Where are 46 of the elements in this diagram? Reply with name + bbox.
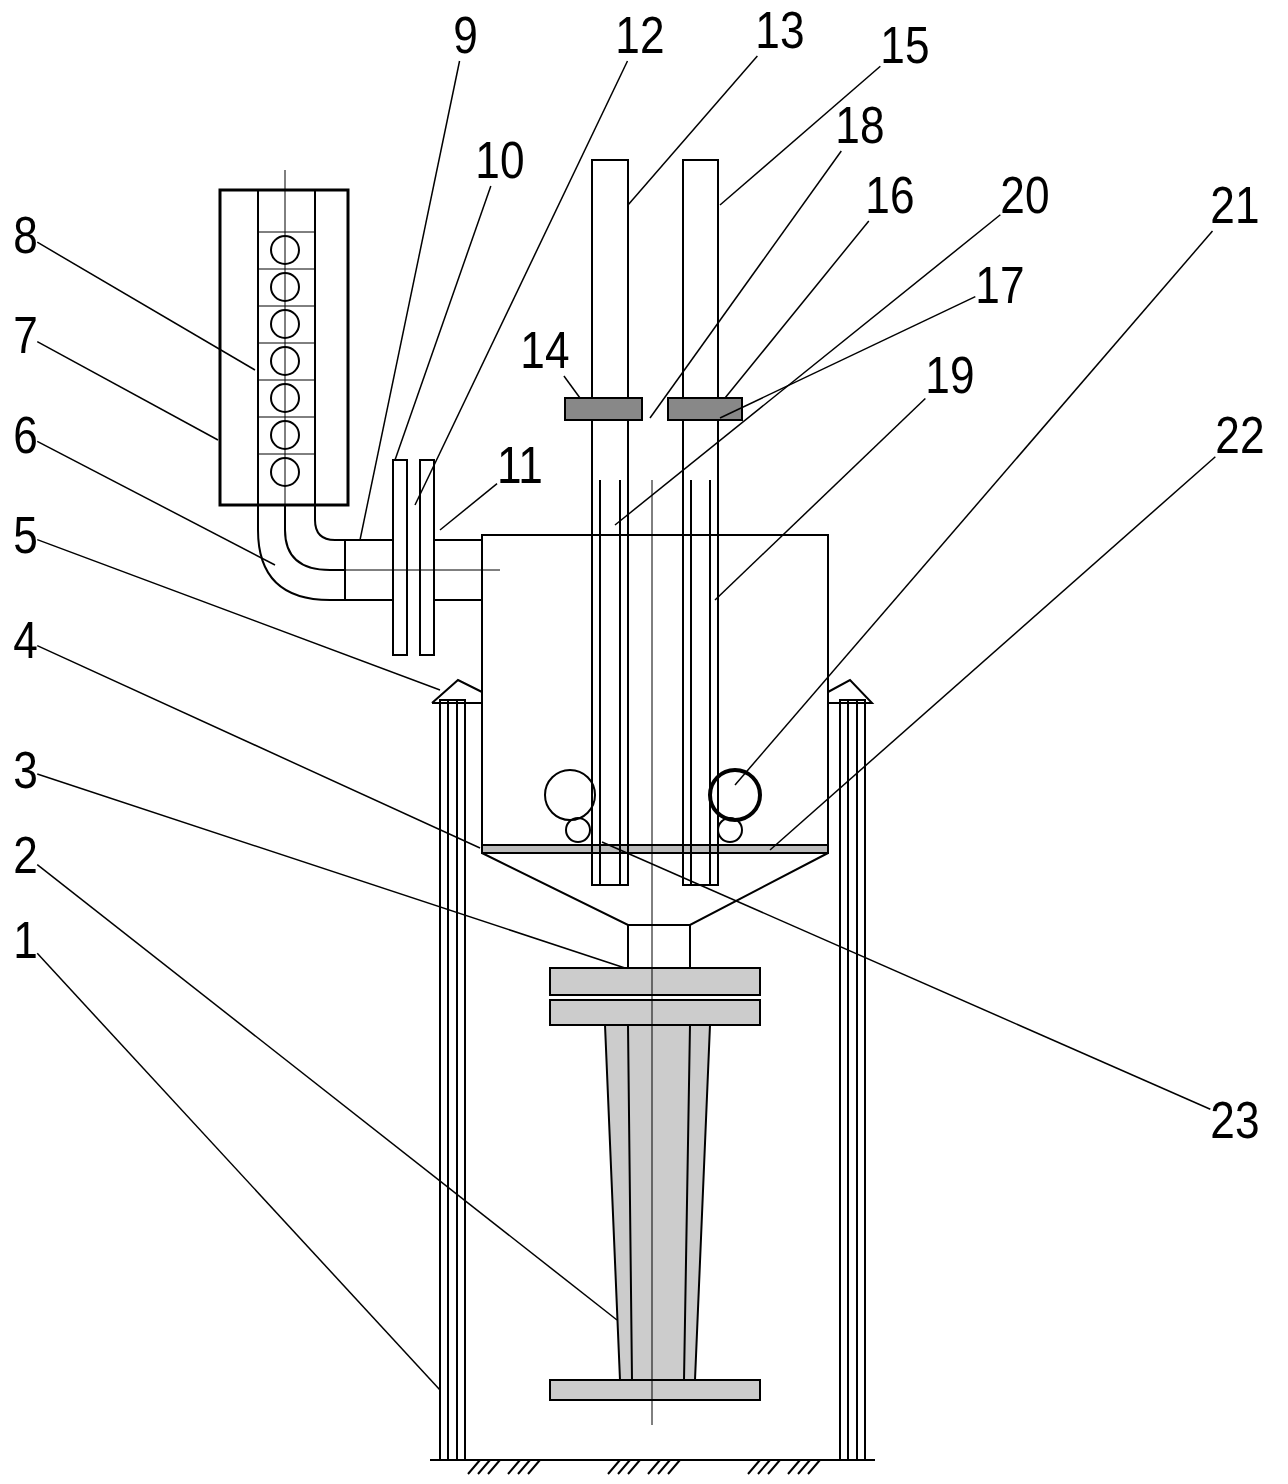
leader-line <box>359 60 461 541</box>
leader-line <box>36 863 618 1321</box>
leader-line <box>36 241 256 371</box>
leader-line <box>394 185 492 461</box>
callout-number: 15 <box>880 19 930 71</box>
callout-number: 18 <box>835 99 885 151</box>
callout-number: 12 <box>615 9 665 61</box>
callout-number: 6 <box>12 409 38 461</box>
callout-number: 5 <box>12 509 38 561</box>
leader-line <box>36 440 276 566</box>
leader-line <box>719 65 882 206</box>
leader-line <box>601 841 1212 1110</box>
callout-number: 19 <box>925 349 975 401</box>
leader-line <box>734 230 1214 786</box>
callout-number: 23 <box>1210 1094 1260 1146</box>
callout-number: 16 <box>865 169 915 221</box>
callout-number: 22 <box>1215 409 1265 461</box>
callout-number: 13 <box>755 4 805 56</box>
leader-line <box>36 340 219 441</box>
leader-line <box>414 60 629 506</box>
callout-number: 20 <box>1000 169 1050 221</box>
callout-number: 4 <box>12 614 38 666</box>
leader-line <box>627 55 759 206</box>
callout-number: 2 <box>12 829 38 881</box>
callout-number: 1 <box>12 914 38 966</box>
callout-number: 3 <box>12 744 38 796</box>
leader-line <box>649 150 843 419</box>
leader-line <box>724 220 870 399</box>
leader-line <box>439 482 498 531</box>
callout-number: 8 <box>12 209 38 261</box>
callout-number: 7 <box>12 309 38 361</box>
leader-line <box>563 375 581 399</box>
leader-line <box>614 214 1002 526</box>
callout-number: 11 <box>497 439 543 491</box>
leader-line <box>36 644 481 849</box>
callout-number: 14 <box>520 324 570 376</box>
callout-number: 21 <box>1210 179 1260 231</box>
leader-line <box>36 538 441 691</box>
leader-line <box>714 397 927 601</box>
callout-number: 10 <box>475 134 525 186</box>
leader-line <box>36 773 626 969</box>
leader-line <box>719 295 977 419</box>
leader-line <box>36 952 441 1391</box>
leader-line <box>769 455 1217 851</box>
callout-number: 17 <box>975 259 1025 311</box>
callout-number: 9 <box>452 9 478 61</box>
